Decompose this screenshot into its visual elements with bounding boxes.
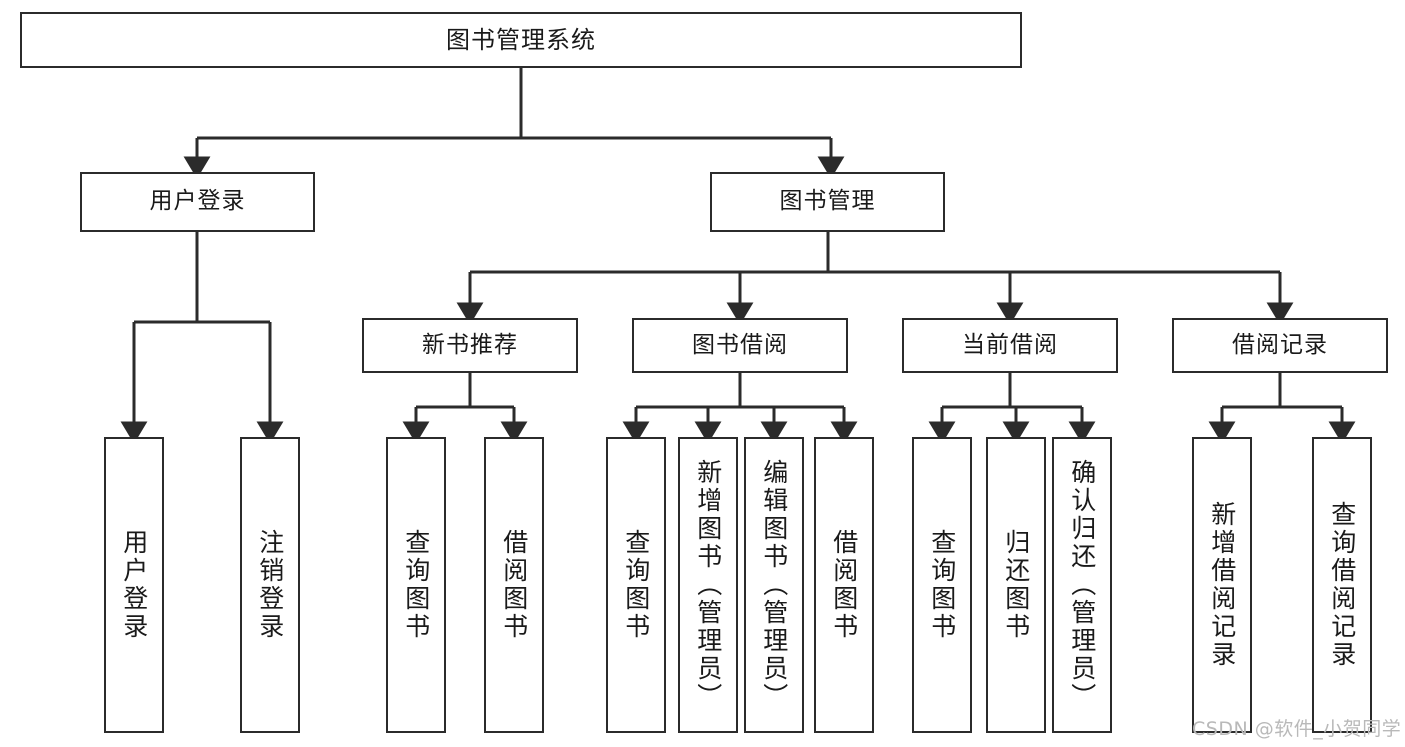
csdn-watermark: CSDN @软件_小贺同学: [1192, 718, 1402, 740]
leaf-query-book-1[interactable]: 查询图书: [386, 437, 446, 733]
leaf-label: 编辑图书（管理员）: [759, 459, 789, 711]
leaf-logout[interactable]: 注销登录: [240, 437, 300, 733]
leaf-label: 新增图书（管理员）: [693, 459, 723, 711]
node-label: 用户登录: [149, 188, 246, 215]
leaf-return-book[interactable]: 归还图书: [986, 437, 1046, 733]
node-label: 新书推荐: [422, 331, 518, 358]
node-current-borrow[interactable]: 当前借阅: [902, 318, 1118, 373]
leaf-label: 归还图书: [1001, 529, 1031, 641]
leaf-label: 确认归还（管理员）: [1067, 459, 1097, 711]
node-label: 借阅记录: [1232, 331, 1328, 358]
leaf-borrow-book-1[interactable]: 借阅图书: [484, 437, 544, 733]
leaf-label: 新增借阅记录: [1207, 501, 1237, 669]
node-label: 图书管理系统: [446, 25, 596, 54]
node-book-manage[interactable]: 图书管理: [710, 172, 945, 232]
leaf-edit-book[interactable]: 编辑图书（管理员）: [744, 437, 804, 733]
leaf-confirm-return[interactable]: 确认归还（管理员）: [1052, 437, 1112, 733]
node-borrow-record[interactable]: 借阅记录: [1172, 318, 1388, 373]
leaf-label: 借阅图书: [829, 529, 859, 641]
node-label: 图书管理: [779, 188, 876, 215]
leaf-query-book-2[interactable]: 查询图书: [606, 437, 666, 733]
leaf-query-book-3[interactable]: 查询图书: [912, 437, 972, 733]
node-label: 图书借阅: [692, 331, 788, 358]
leaf-label: 查询图书: [401, 529, 431, 641]
node-new-book-recommend[interactable]: 新书推荐: [362, 318, 578, 373]
leaf-borrow-book-2[interactable]: 借阅图书: [814, 437, 874, 733]
leaf-label: 注销登录: [255, 529, 285, 641]
leaf-label: 借阅图书: [499, 529, 529, 641]
leaf-label: 查询图书: [927, 529, 957, 641]
node-user-login[interactable]: 用户登录: [80, 172, 315, 232]
node-root-system[interactable]: 图书管理系统: [20, 12, 1022, 68]
leaf-label: 查询图书: [621, 529, 651, 641]
node-book-borrow[interactable]: 图书借阅: [632, 318, 848, 373]
leaf-query-record[interactable]: 查询借阅记录: [1312, 437, 1372, 733]
leaf-add-book[interactable]: 新增图书（管理员）: [678, 437, 738, 733]
node-label: 当前借阅: [962, 331, 1058, 358]
leaf-label: 查询借阅记录: [1327, 501, 1357, 669]
leaf-add-record[interactable]: 新增借阅记录: [1192, 437, 1252, 733]
leaf-label: 用户登录: [119, 529, 149, 641]
leaf-user-login[interactable]: 用户登录: [104, 437, 164, 733]
